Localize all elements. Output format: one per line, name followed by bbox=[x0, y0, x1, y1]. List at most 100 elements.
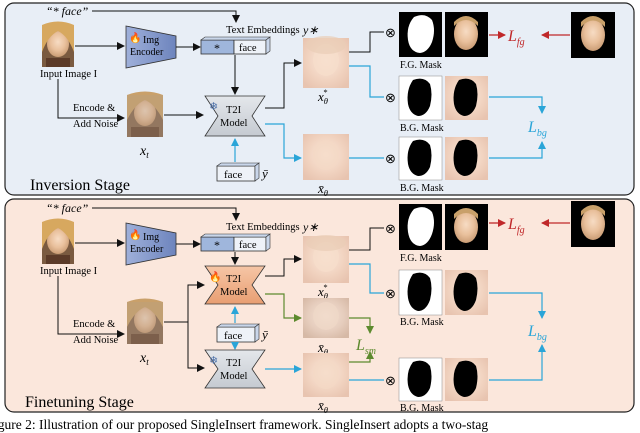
inversion-fg-mask-label: F.G. Mask bbox=[400, 60, 442, 71]
finetuning-bg1-to-loss-arrow bbox=[489, 292, 546, 319]
finetuning-bg-mask-label-1: B.G. Mask bbox=[400, 317, 444, 328]
finetuning-img-encoder-label-1: Img bbox=[143, 232, 159, 243]
finetuning-bg-mask-1 bbox=[398, 269, 443, 316]
finetuning-stage-panel: Finetuning Stage “* face” Input Image I … bbox=[4, 198, 635, 415]
finetuning-encode-label-2: Add Noise bbox=[73, 335, 119, 346]
inversion-input-image bbox=[42, 21, 74, 67]
inversion-img-encoder-label-2: Encoder bbox=[130, 47, 164, 58]
finetuning-input-image bbox=[42, 218, 74, 264]
finetuning-l-bg-label: Lbg bbox=[527, 323, 547, 343]
finetuning-prompt-arrow bbox=[92, 207, 240, 221]
finetuning-t2i-to-xstar-arrow bbox=[265, 255, 302, 277]
inversion-l-bg-label: Lbg bbox=[527, 119, 547, 139]
finetuning-token-face: face bbox=[239, 240, 257, 251]
inversion-multiply-icon-3: ⊗ bbox=[385, 151, 396, 166]
figure-caption: igure 2: Illustration of our proposed Si… bbox=[0, 416, 640, 433]
inversion-t2i-to-xbar-arrow bbox=[265, 123, 302, 162]
finetuning-x-bar-mid-label: x̄θ bbox=[317, 340, 328, 357]
inversion-t2i-to-xstar-arrow bbox=[265, 59, 302, 109]
inversion-fg-face bbox=[445, 12, 488, 57]
finetuning-fg-mask-label: F.G. Mask bbox=[400, 253, 442, 264]
inversion-fg-mask bbox=[399, 12, 442, 57]
finetuning-stage-label: Finetuning Stage bbox=[25, 394, 134, 411]
inversion-xstar-to-bg-arrow bbox=[349, 65, 384, 98]
inversion-x-t-label: xt bbox=[139, 144, 149, 160]
finetuning-xstar-to-bg-arrow bbox=[349, 263, 384, 294]
inversion-img-encoder: 🔥 Img Encoder bbox=[125, 25, 177, 69]
finetuning-generated-image-bar-mid bbox=[303, 298, 349, 338]
finetuning-xbarbottom-to-lsm-arrow bbox=[349, 351, 374, 363]
inversion-t2i-label-1: T2I bbox=[226, 105, 242, 116]
finetuning-token-star: * bbox=[214, 238, 220, 252]
inversion-stage-panel: Inversion Stage “* face” Input Image I 🔥… bbox=[4, 2, 635, 198]
finetuning-multiply-icon-2: ⊗ bbox=[385, 286, 396, 301]
inversion-token-face: face bbox=[239, 43, 257, 54]
finetuning-t2i-frozen-label-1: T2I bbox=[226, 358, 242, 369]
inversion-bg-mask-label-1: B.G. Mask bbox=[400, 123, 444, 134]
inversion-img-encoder-label-1: Img bbox=[143, 35, 159, 46]
finetuning-bg-image-2 bbox=[445, 358, 488, 401]
inversion-text-embeddings-label: Text Embeddings bbox=[226, 25, 300, 36]
finetuning-bg-image-1 bbox=[445, 270, 488, 315]
inversion-snowflake-icon: ❄ bbox=[209, 101, 218, 113]
inversion-encode-label-1: Encode & bbox=[73, 103, 115, 114]
inversion-stage-label: Inversion Stage bbox=[30, 177, 130, 194]
finetuning-noisy-image bbox=[127, 298, 163, 344]
finetuning-fg-mask bbox=[399, 204, 442, 250]
inversion-prompt-arrow bbox=[92, 10, 240, 23]
inversion-xstar-to-fg-arrow bbox=[349, 31, 384, 53]
inversion-y-star-label: y∗ bbox=[302, 23, 318, 37]
inversion-x-bar-label: x̄θ bbox=[317, 181, 328, 198]
finetuning-encode-path bbox=[57, 276, 125, 338]
inversion-noisy-image bbox=[127, 91, 163, 137]
inversion-prompt-text: “* face” bbox=[46, 4, 89, 18]
inversion-face-token: face bbox=[216, 162, 260, 182]
inversion-generated-image-bar bbox=[303, 134, 349, 180]
finetuning-flame-icon: 🔥 bbox=[129, 228, 141, 241]
inversion-input-image-label: Input Image I bbox=[40, 69, 98, 80]
finetuning-text-embeddings-label: Text Embeddings bbox=[226, 222, 300, 233]
finetuning-fg-face bbox=[445, 204, 488, 250]
finetuning-bg2-to-loss-arrow bbox=[489, 344, 546, 381]
inversion-bg-image-1 bbox=[445, 76, 488, 120]
finetuning-y-star-label: y∗ bbox=[302, 220, 318, 234]
finetuning-y-bar-label: ȳ bbox=[260, 327, 268, 342]
finetuning-img-encoder: 🔥 Img Encoder bbox=[125, 222, 177, 266]
inversion-y-bar-label: ȳ bbox=[260, 166, 268, 181]
inversion-bg-mask-1 bbox=[398, 75, 443, 121]
inversion-t2i-label-2: Model bbox=[220, 118, 247, 129]
inversion-embedding-tokens: * face bbox=[200, 36, 271, 55]
inversion-bg2-to-loss-arrow bbox=[489, 141, 546, 159]
inversion-multiply-icon-1: ⊗ bbox=[385, 25, 396, 40]
finetuning-snowflake-icon: ❄ bbox=[209, 355, 218, 367]
framework-diagram: Inversion Stage “* face” Input Image I 🔥… bbox=[4, 2, 635, 415]
inversion-face-token-text: face bbox=[224, 169, 242, 181]
inversion-token-star: * bbox=[214, 41, 220, 55]
inversion-flame-icon: 🔥 bbox=[129, 31, 141, 44]
finetuning-t2i-trainable-label-2: Model bbox=[220, 287, 247, 298]
finetuning-encode-label-1: Encode & bbox=[73, 319, 115, 330]
finetuning-t2i-trainable-label-1: T2I bbox=[226, 274, 242, 285]
finetuning-x-bar-bottom-label: x̄θ bbox=[317, 398, 328, 415]
inversion-bg-mask-2 bbox=[398, 136, 443, 181]
finetuning-t2i-frozen-model: ❄ T2I Model bbox=[204, 349, 266, 389]
finetuning-t2i-trainable-model: 🔥 T2I Model bbox=[204, 265, 266, 305]
finetuning-generated-image-star bbox=[303, 235, 349, 283]
finetuning-xstar-to-fg-arrow bbox=[349, 227, 384, 251]
inversion-bg1-to-loss-arrow bbox=[489, 96, 546, 114]
inversion-bg-image-2 bbox=[445, 137, 488, 180]
inversion-encode-path bbox=[57, 79, 125, 122]
finetuning-face-token: face bbox=[216, 323, 260, 343]
finetuning-xbarmid-to-lsm-arrow bbox=[349, 317, 374, 334]
finetuning-l-sm-label: Lsm bbox=[355, 337, 376, 357]
finetuning-t2i-to-xbarmid-arrow bbox=[265, 293, 302, 322]
finetuning-t2i-flame-icon: 🔥 bbox=[209, 270, 221, 283]
inversion-multiply-icon-2: ⊗ bbox=[385, 90, 396, 105]
finetuning-l-fg-label: Lfg bbox=[507, 216, 525, 236]
finetuning-embedding-tokens: * face bbox=[200, 233, 271, 252]
inversion-bg-mask-label-2: B.G. Mask bbox=[400, 183, 444, 194]
inversion-generated-image-star bbox=[303, 36, 349, 88]
finetuning-multiply-icon-1: ⊗ bbox=[385, 221, 396, 236]
finetuning-reference-face bbox=[571, 201, 615, 247]
inversion-l-fg-label: Lfg bbox=[507, 28, 525, 48]
